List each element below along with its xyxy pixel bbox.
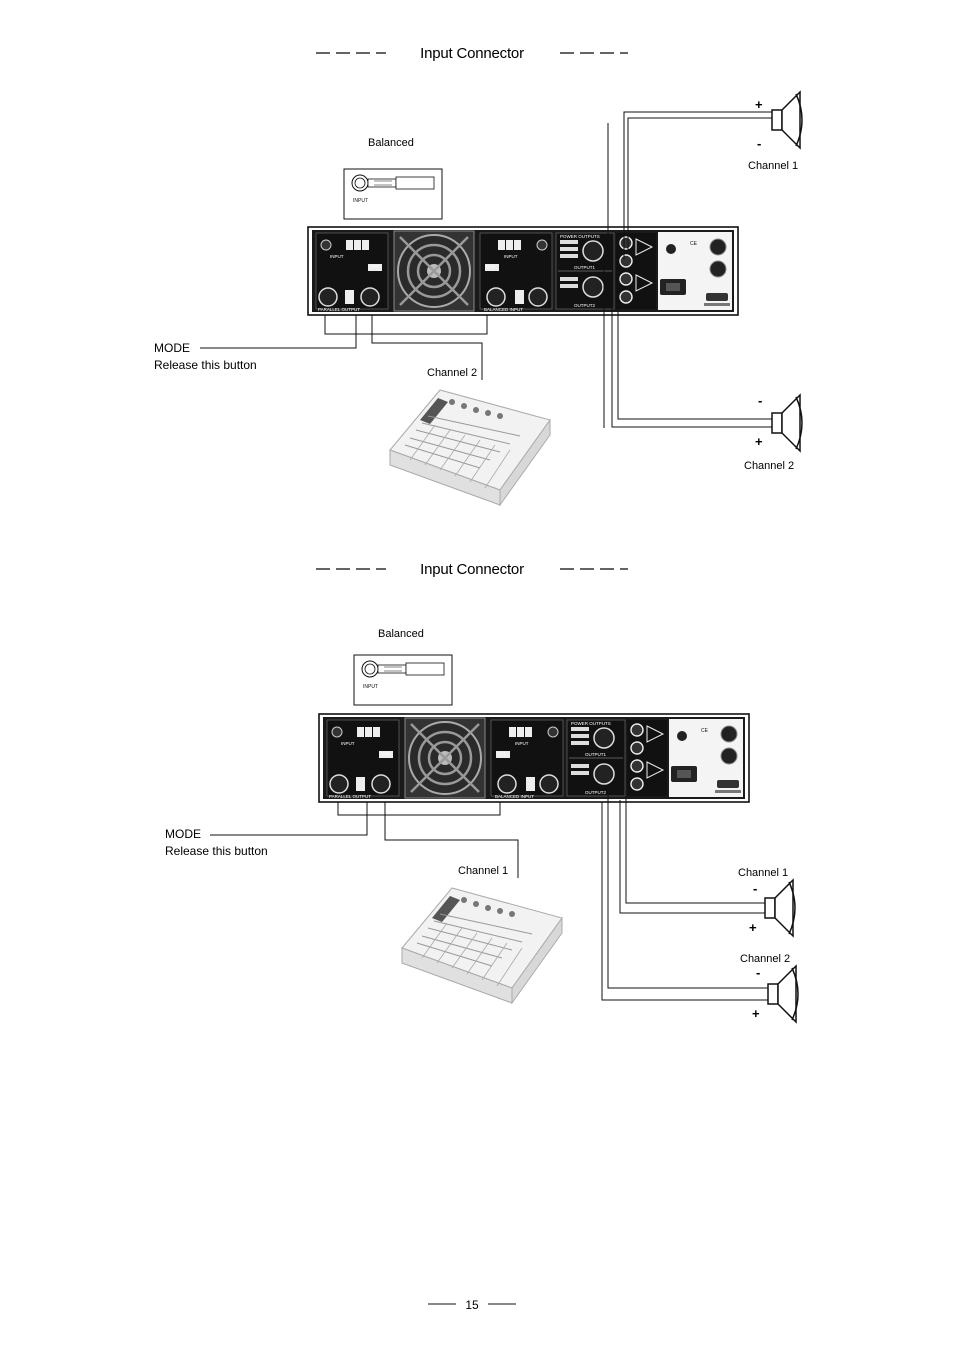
xlr-plug-inset: INPUT	[353, 654, 453, 706]
speaker-1-label: Channel 1	[748, 160, 798, 172]
diagram-1-title: Input Connector	[420, 45, 524, 62]
xlr-plug-inset: INPUT	[343, 168, 443, 220]
speaker-2-sign-plus: +	[755, 434, 763, 449]
speaker-2-sign-plus: +	[752, 1006, 760, 1021]
balanced-label: Balanced	[378, 628, 424, 640]
speaker-2-label: Channel 2	[744, 460, 794, 472]
page-footer: 15	[428, 1298, 516, 1312]
speaker-2-sign-minus: -	[756, 965, 760, 980]
xlr-input-label: INPUT	[353, 198, 368, 204]
mode-note: Release this button	[154, 358, 257, 372]
amp-output1: OUTPUT1	[574, 265, 595, 270]
amp-input-right: INPUT	[504, 254, 518, 259]
mode-label: MODE	[154, 341, 190, 355]
diagram-2-title: Input Connector	[420, 561, 524, 578]
amp-ch2-badge: CH2	[370, 264, 379, 269]
amplifier-rear-panel: CH2 CH1 INPUT INPUT PARALLEL OUTPUT BALA…	[317, 712, 751, 804]
amp-parallel-output: PARALLEL OUTPUT	[318, 307, 360, 312]
amp-input-left: INPUT	[341, 741, 355, 746]
speaker-channel-1	[764, 879, 796, 937]
speaker-1-sign-minus: -	[753, 881, 757, 896]
xlr-input-label: INPUT	[363, 684, 378, 690]
speaker-2-label: Channel 2	[740, 953, 790, 965]
speaker-channel-2	[771, 394, 803, 452]
amp-input-left: INPUT	[330, 254, 344, 259]
amplifier-rear-panel: CH2 CH1 INPUT INPUT PARALLEL OUTPUT BALA…	[306, 225, 740, 317]
diagram-1: Input Connector Balanced INPUT CH2 CH1 I…	[154, 45, 803, 506]
mode-note: Release this button	[165, 844, 268, 858]
mode-label: MODE	[165, 827, 201, 841]
amp-balanced-input: BALANCED INPUT	[495, 794, 534, 799]
amp-balanced-input: BALANCED INPUT	[484, 307, 523, 312]
mixer-console	[401, 887, 563, 1004]
amp-output2: OUTPUT2	[585, 790, 606, 795]
source-channel-label: Channel 2	[427, 367, 477, 379]
amp-power-outputs: POWER OUTPUTS	[560, 234, 600, 239]
amp-ch2-badge: CH2	[381, 751, 390, 756]
amp-output2: OUTPUT2	[574, 303, 595, 308]
page-number: 15	[465, 1298, 479, 1312]
speaker-channel-1	[771, 91, 803, 149]
speaker-1-sign-plus: +	[749, 920, 757, 935]
mixer-console	[389, 389, 551, 506]
speaker-2-sign-minus: -	[758, 393, 762, 408]
speaker-channel-2	[767, 965, 799, 1023]
amp-power-outputs: POWER OUTPUTS	[571, 721, 611, 726]
amp-ce-mark: CE	[690, 241, 698, 247]
amp-parallel-output: PARALLEL OUTPUT	[329, 794, 371, 799]
amp-ch1-badge: CH1	[497, 751, 506, 756]
amp-input-right: INPUT	[515, 741, 529, 746]
source-channel-label: Channel 1	[458, 865, 508, 877]
speaker-1-label: Channel 1	[738, 867, 788, 879]
amp-ch1-badge: CH1	[486, 264, 495, 269]
diagram-2: Input Connector Balanced INPUT CH2 CH1 I…	[165, 561, 799, 1023]
balanced-label: Balanced	[368, 137, 414, 149]
speaker-1-sign-plus: +	[755, 97, 763, 112]
amp-output1: OUTPUT1	[585, 752, 606, 757]
amp-ce-mark: CE	[701, 728, 709, 734]
speaker-1-sign-minus: -	[757, 136, 761, 151]
